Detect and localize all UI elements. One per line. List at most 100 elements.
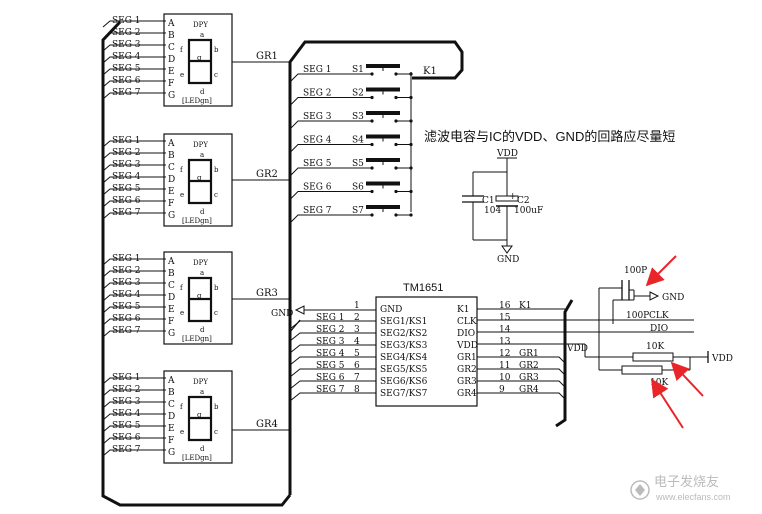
seg-wire	[102, 92, 166, 100]
pin-letter: B	[168, 151, 175, 161]
seg-g-label: g	[197, 54, 202, 62]
pin-letter: F	[168, 79, 174, 89]
switch-label: S1	[352, 65, 364, 75]
seg-wire	[102, 80, 166, 88]
seg-g-label: g	[197, 174, 202, 182]
external-vdd-label: VDD	[711, 354, 733, 364]
seg-e-label: e	[180, 191, 184, 199]
seg-b-label: b	[214, 403, 219, 411]
ic-pin-number: 6	[354, 361, 360, 371]
display-footer: [LEDgn]	[182, 97, 212, 105]
pin-letter: D	[168, 55, 175, 65]
pin-letter: C	[168, 281, 175, 291]
ic-pin-name: SEG2/KS2	[380, 329, 427, 339]
seg-label: SEG 5	[112, 421, 141, 431]
ic-pin-number: 7	[354, 373, 360, 383]
seg-b-label: b	[214, 284, 219, 292]
seg-wire	[102, 212, 166, 220]
seg-wire	[102, 282, 166, 290]
switch-actuator	[366, 111, 400, 115]
ic-pin-name: SEG6/KS6	[380, 377, 428, 387]
seg-label: SEG 3	[112, 397, 141, 407]
switch-actuator	[366, 64, 400, 68]
seg-label: SEG 6	[112, 76, 141, 86]
seg-wire	[102, 413, 166, 421]
pin-letter: E	[168, 187, 175, 197]
seg-label: SEG 5	[112, 302, 141, 312]
seg-a-label: a	[200, 269, 204, 277]
gr-label: GR4	[256, 419, 278, 430]
ic-pin-number: 12	[499, 349, 510, 359]
pin-letter: E	[168, 305, 175, 315]
seg-wire	[102, 200, 166, 208]
ic-right-bus	[555, 299, 574, 428]
ic-vdd-net: VDD	[566, 344, 588, 354]
ic-pin-number: 10	[499, 373, 511, 383]
seg-d-label: d	[200, 445, 205, 453]
pin-letter: G	[168, 448, 175, 458]
ic-gnd-net: GND	[271, 305, 376, 319]
display-title: DPY	[193, 259, 208, 267]
switch-actuator	[366, 134, 400, 139]
pin-letter: A	[167, 19, 175, 29]
seg-label: SEG 4	[112, 52, 141, 62]
display-title: DPY	[193, 141, 208, 149]
switch-actuator	[366, 181, 400, 186]
ic-seg-net: SEG 1	[316, 313, 345, 323]
switch-seg-label: SEG 1	[303, 65, 332, 75]
ic-body	[375, 296, 478, 407]
ic-pin-number: 14	[499, 325, 511, 335]
switch-seg-label: SEG 2	[303, 89, 332, 99]
seg-c-label: c	[214, 428, 218, 436]
ic-gnd-label: GND	[271, 309, 293, 319]
display-footer: [LEDgn]	[182, 335, 212, 343]
seg-f-label: f	[180, 284, 184, 292]
switch-seg-label: SEG 7	[303, 206, 332, 216]
display-body	[163, 13, 233, 107]
seg-wire	[102, 318, 166, 326]
seg-wire	[102, 188, 166, 196]
pin-letter: G	[168, 211, 175, 221]
seg-e-label: e	[180, 71, 184, 79]
seg-label: SEG 5	[112, 64, 141, 74]
ic-gr-net: GR1	[519, 349, 539, 359]
seg-wire	[102, 176, 166, 184]
seg-wire	[102, 20, 166, 28]
display-title: DPY	[193, 378, 208, 386]
ic-pin-number: 16	[499, 301, 511, 311]
seg-label: SEG 4	[112, 290, 141, 300]
seg-d-label: d	[200, 88, 205, 96]
ic-gr-net: GR3	[519, 373, 539, 383]
ic-gr-net: GR2	[519, 361, 539, 371]
pin-letter: D	[168, 412, 175, 422]
seg-wire	[102, 270, 166, 278]
pin-letter: F	[168, 317, 174, 327]
switch-label: S5	[352, 159, 364, 169]
ic-pin-number: 11	[499, 361, 510, 371]
seven-seg-digit	[187, 395, 213, 442]
ic-seg-net: SEG 7	[316, 385, 345, 395]
seg-label: SEG 1	[112, 16, 141, 26]
ic-seg-net: SEG 3	[316, 337, 345, 347]
pin-letter: G	[168, 329, 175, 339]
seg-label: SEG 4	[112, 409, 141, 419]
display-body	[163, 370, 233, 464]
seg-label: SEG 4	[112, 172, 141, 182]
pin-letter: A	[167, 257, 175, 267]
seg-wire	[102, 401, 166, 409]
seg-label: SEG 6	[112, 433, 141, 443]
